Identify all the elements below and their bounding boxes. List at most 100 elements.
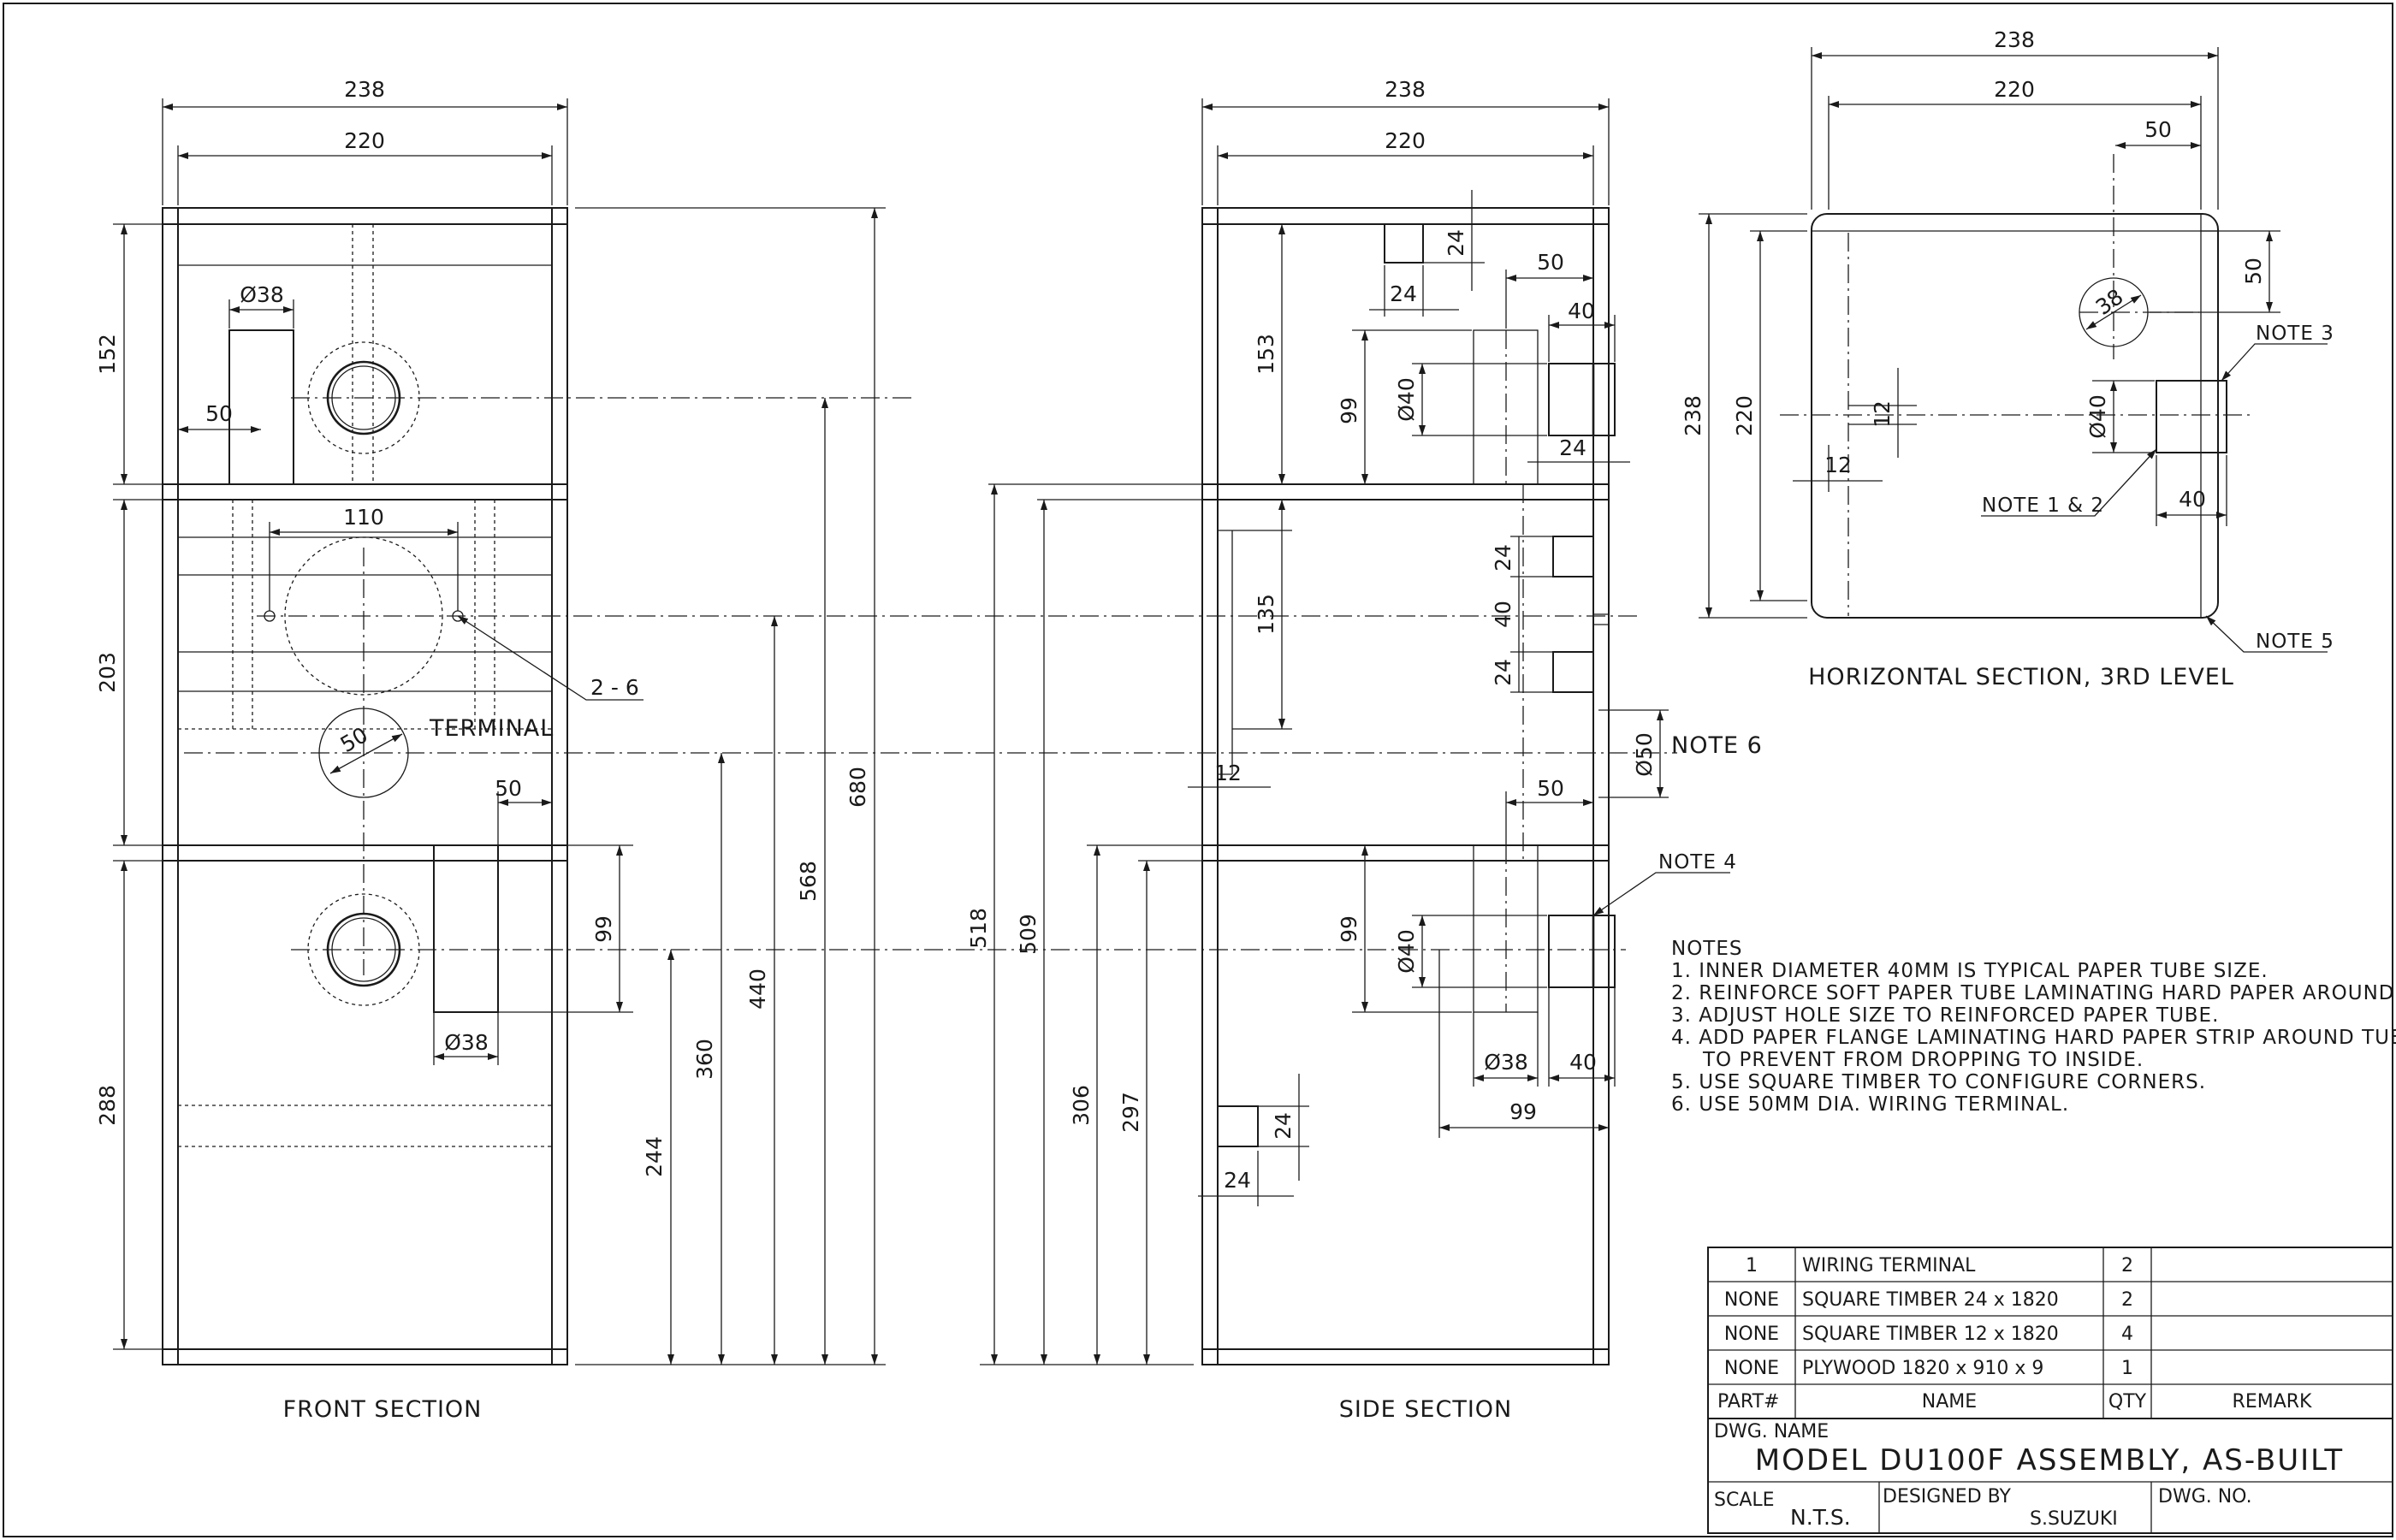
side-dim-dia50: Ø50 — [1632, 732, 1657, 777]
front-dim-110: 110 — [343, 505, 384, 530]
parts-row: NONE SQUARE TIMBER 12 x 1820 4 — [1724, 1324, 2133, 1345]
title-dwg-name-label: DWG. NAME — [1714, 1421, 1829, 1442]
parts-cell-qty: 2 — [2121, 1255, 2133, 1276]
front-dim-238: 238 — [344, 77, 385, 102]
note-item: 6. USE 50MM DIA. WIRING TERMINAL. — [1671, 1093, 2069, 1116]
parts-header-qty: QTY — [2108, 1391, 2147, 1413]
front-dim-50-lower: 50 — [495, 776, 522, 801]
parts-header-name: NAME — [1922, 1391, 1977, 1413]
horiz-dim-dia38: 38 — [2091, 284, 2128, 320]
side-dim-99-upper: 99 — [1337, 397, 1361, 424]
note-item: 1. INNER DIAMETER 40MM IS TYPICAL PAPER … — [1671, 960, 2268, 982]
side-dim-24-e: 24 — [1491, 659, 1515, 686]
side-dim-153: 153 — [1254, 334, 1278, 375]
parts-cell-name: SQUARE TIMBER 24 x 1820 — [1802, 1289, 2059, 1311]
side-dim-40-mid: 40 — [1491, 601, 1515, 628]
side-dim-220: 220 — [1385, 128, 1426, 153]
note-item: TO PREVENT FROM DROPPING TO INSIDE. — [1702, 1049, 2144, 1071]
horizontal-section-view: 238 220 50 50 38 NOTE 3 238 220 12 12 — [1681, 27, 2334, 690]
parts-cell-qty: 1 — [2121, 1358, 2133, 1379]
side-dim-12: 12 — [1214, 761, 1242, 785]
title-block: DWG. NAME MODEL DU100F ASSEMBLY, AS-BUIL… — [1707, 1418, 2393, 1534]
title-designed-by-label: DESIGNED BY — [1883, 1486, 2012, 1507]
side-dim-518: 518 — [966, 908, 991, 949]
parts-cell-part: NONE — [1724, 1289, 1779, 1311]
parts-row: NONE SQUARE TIMBER 24 x 1820 2 — [1724, 1289, 2133, 1311]
front-dim-568: 568 — [796, 861, 821, 902]
title-dwg-no-label: DWG. NO. — [2158, 1486, 2252, 1507]
note-item: 3. ADJUST HOLE SIZE TO REINFORCED PAPER … — [1671, 1004, 2219, 1027]
front-dim-50-upper: 50 — [205, 401, 233, 426]
front-dim-dia38-upper: Ø38 — [240, 282, 284, 307]
horiz-dim-12-v: 12 — [1870, 400, 1895, 428]
front-dim-terminal-50: 50 — [336, 722, 372, 757]
parts-header-remark: REMARK — [2233, 1391, 2313, 1413]
side-section-view: 238 220 24 24 50 40 153 99 Ø40 24 — [966, 77, 1762, 1423]
side-dim-509: 509 — [1016, 914, 1041, 955]
parts-cell-part: 1 — [1746, 1255, 1758, 1276]
note-item: 4. ADD PAPER FLANGE LAMINATING HARD PAPE… — [1671, 1027, 2396, 1049]
horiz-note5-label: NOTE 5 — [2256, 631, 2334, 653]
parts-cell-name: WIRING TERMINAL — [1802, 1255, 1976, 1276]
front-section-label: FRONT SECTION — [283, 1396, 483, 1423]
parts-cell-part: NONE — [1724, 1358, 1779, 1379]
parts-row: 1 WIRING TERMINAL 2 — [1746, 1255, 2133, 1276]
title-scale-label: SCALE — [1714, 1490, 1775, 1511]
parts-cell-name: SQUARE TIMBER 12 x 1820 — [1802, 1324, 2059, 1345]
notes-block: NOTES 1. INNER DIAMETER 40MM IS TYPICAL … — [1671, 938, 2396, 1116]
horiz-dim-238: 238 — [1994, 27, 2035, 52]
side-dim-40-lower: 40 — [1569, 1050, 1597, 1075]
side-dim-24-b: 24 — [1390, 281, 1417, 306]
title-designed-by-value: S.SUZUKI — [2030, 1508, 2118, 1530]
horiz-note3-label: NOTE 3 — [2256, 323, 2334, 345]
parts-cell-qty: 4 — [2121, 1324, 2133, 1345]
front-callout-holes: 2 - 6 — [590, 675, 639, 700]
side-dim-99-lower: 99 — [1337, 915, 1361, 943]
front-terminal-label: TERMINAL — [429, 715, 554, 742]
title-scale-value: N.T.S. — [1790, 1505, 1851, 1530]
side-dim-dia40-upper: Ø40 — [1394, 377, 1419, 422]
parts-list: 1 WIRING TERMINAL 2 NONE SQUARE TIMBER 2… — [1707, 1247, 2393, 1419]
front-dim-220: 220 — [344, 128, 385, 153]
front-section-view: 238 220 152 203 288 Ø38 50 110 2 - 6 TER… — [95, 77, 1677, 1423]
side-dim-24-f: 24 — [1271, 1112, 1296, 1140]
front-dim-99: 99 — [591, 915, 616, 943]
horiz-dim-40: 40 — [2179, 487, 2206, 512]
front-dim-dia38-lower: Ø38 — [444, 1030, 489, 1055]
side-dim-24-c: 24 — [1559, 435, 1586, 460]
horiz-dim-12-h: 12 — [1824, 453, 1852, 477]
front-dim-680: 680 — [845, 767, 870, 808]
horiz-dim-dia40: Ø40 — [2085, 394, 2110, 439]
horiz-dim-238-left: 238 — [1681, 395, 1705, 436]
horiz-dim-220-left: 220 — [1732, 395, 1757, 436]
horiz-dim-50-top: 50 — [2144, 117, 2172, 142]
horiz-note12-label: NOTE 1 & 2 — [1982, 495, 2104, 517]
side-dim-306: 306 — [1069, 1085, 1094, 1126]
notes-title: NOTES — [1671, 938, 1743, 960]
side-dim-24-a: 24 — [1444, 229, 1468, 257]
side-dim-24-d: 24 — [1491, 544, 1515, 572]
side-note4-label: NOTE 4 — [1658, 851, 1737, 874]
parts-cell-part: NONE — [1724, 1324, 1779, 1345]
side-dim-24-g: 24 — [1224, 1168, 1251, 1193]
parts-header-row: PART# NAME QTY REMARK — [1717, 1391, 2312, 1413]
side-dim-238: 238 — [1385, 77, 1426, 102]
front-dim-152: 152 — [95, 334, 120, 375]
horizontal-section-label: HORIZONTAL SECTION, 3RD LEVEL — [1808, 664, 2234, 690]
side-section-label: SIDE SECTION — [1339, 1396, 1513, 1423]
note-item: 5. USE SQUARE TIMBER TO CONFIGURE CORNER… — [1671, 1071, 2206, 1093]
parts-row: NONE PLYWOOD 1820 x 910 x 9 1 — [1724, 1358, 2133, 1379]
side-dim-99-bottom: 99 — [1509, 1099, 1537, 1124]
horiz-dim-50-right: 50 — [2241, 258, 2266, 285]
title-dwg-name: MODEL DU100F ASSEMBLY, AS-BUILT — [1755, 1443, 2344, 1478]
parts-header-part: PART# — [1717, 1391, 1779, 1413]
front-dim-360: 360 — [692, 1039, 717, 1080]
side-dim-dia40-lower: Ø40 — [1394, 929, 1419, 974]
front-dim-288: 288 — [95, 1085, 120, 1126]
side-dim-135: 135 — [1254, 594, 1278, 635]
note-item: 2. REINFORCE SOFT PAPER TUBE LAMINATING … — [1671, 982, 2396, 1004]
side-dim-40-upper: 40 — [1568, 299, 1595, 323]
side-dim-297: 297 — [1118, 1092, 1143, 1133]
front-dim-244: 244 — [642, 1136, 667, 1177]
front-dim-440: 440 — [745, 968, 770, 1010]
